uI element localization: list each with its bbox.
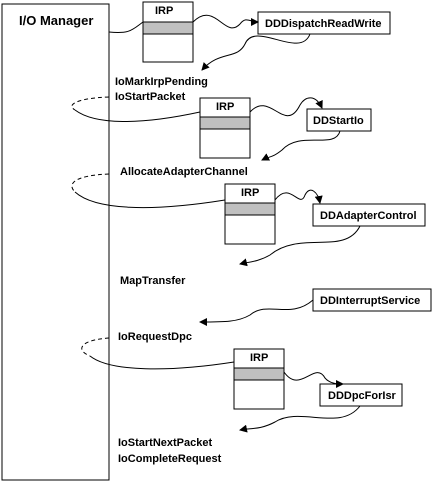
irp-3-stack-location bbox=[224, 202, 276, 216]
flow-dpc-to-complete bbox=[239, 405, 361, 433]
irp-1-label: IRP bbox=[155, 5, 173, 17]
routine-dpc: DDDpcForIsr bbox=[319, 383, 403, 407]
call-mark-pending: IoMarkIrpPending bbox=[115, 76, 208, 88]
flow-to-dispatch bbox=[108, 15, 258, 33]
routine-dpc-label: DDDpcForIsr bbox=[328, 390, 397, 402]
irp-2-label: IRP bbox=[216, 101, 234, 113]
flow-to-irp-2 bbox=[74, 109, 201, 122]
routine-adapter-control-box bbox=[312, 203, 426, 227]
routine-start-io-label: DDStartIo bbox=[313, 115, 364, 127]
routine-interrupt-service-label: DDInterruptService bbox=[320, 295, 420, 307]
irp-4-label: IRP bbox=[250, 352, 268, 364]
flow-to-irp-4 bbox=[89, 355, 235, 370]
routine-adapter-control-label: DDAdapterControl bbox=[320, 210, 417, 222]
irp-2: IRP bbox=[199, 97, 251, 159]
flow-dispatch-to-pending bbox=[201, 33, 311, 71]
call-start-next: IoStartNextPacket bbox=[118, 437, 212, 449]
io-manager-box bbox=[1, 3, 110, 481]
io-manager: I/O Manager bbox=[1, 3, 110, 481]
flow-to-dpc bbox=[283, 371, 344, 388]
call-start-packet: IoStartPacket bbox=[115, 91, 186, 103]
routine-adapter-control: DDAdapterControl bbox=[312, 203, 426, 227]
irp-1: IRP bbox=[142, 1, 194, 63]
flow-to-adapter-control bbox=[274, 189, 323, 204]
flow-isr-to-request-dpc bbox=[199, 299, 314, 326]
irp-3: IRP bbox=[224, 183, 276, 245]
irp-1-stack-location bbox=[142, 21, 194, 35]
routine-start-io: DDStartIo bbox=[306, 108, 372, 132]
irp-2-stack-location bbox=[199, 116, 251, 130]
routine-dispatch: DDDispatchReadWrite bbox=[257, 11, 391, 35]
call-request-dpc: IoRequestDpc bbox=[118, 331, 192, 343]
flow-to-irp-3 bbox=[74, 191, 226, 209]
io-manager-title: I/O Manager bbox=[19, 13, 93, 28]
flow-allocate-dashed bbox=[71, 173, 110, 193]
call-complete-request: IoCompleteRequest bbox=[118, 453, 222, 465]
flow-start-io-to-allocate bbox=[261, 130, 341, 161]
irp-4-stack-location bbox=[233, 367, 285, 381]
flow-start-packet-dashed bbox=[71, 96, 110, 111]
routine-start-io-box bbox=[306, 108, 372, 132]
call-map-transfer: MapTransfer bbox=[120, 275, 186, 287]
irp-3-label: IRP bbox=[241, 187, 259, 199]
routine-dispatch-label: DDDispatchReadWrite bbox=[265, 18, 382, 30]
routine-dpc-box bbox=[319, 383, 403, 407]
routine-interrupt-service: DDInterruptService bbox=[312, 288, 432, 312]
flow-adapter-control-to-map bbox=[239, 225, 361, 267]
call-allocate-adapter: AllocateAdapterChannel bbox=[120, 166, 248, 178]
irp-4: IRP bbox=[233, 348, 285, 410]
flow-to-start-io bbox=[249, 97, 323, 117]
